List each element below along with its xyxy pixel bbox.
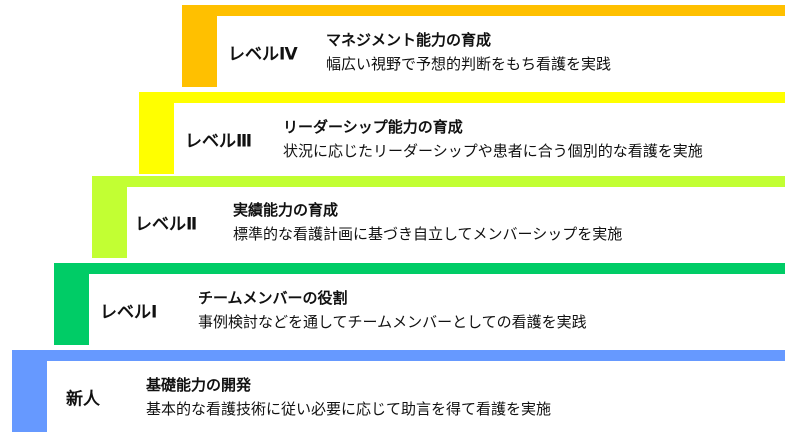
level-description: 事例検討などを通してチームメンバーとしての看護を実践 (198, 313, 587, 331)
level-heading: リーダーシップ能力の育成 (283, 118, 463, 136)
level-text: マネジメント能力の育成 幅広い視野で予想的判断をもち看護を実践 (326, 28, 611, 76)
level-description: 幅広い視野で予想的判断をもち看護を実践 (326, 55, 612, 73)
level-label: レベルⅢ (185, 131, 253, 152)
level-label: 新人 (66, 389, 100, 410)
level-description: 基本的な看護技術に従い必要に応じて助言を得て看護を実施 (146, 400, 552, 418)
level-description: 標準的な看護計画に基づき自立してメンバーシップを実施 (233, 225, 623, 243)
step-side-bar (139, 92, 174, 174)
level-heading: チームメンバーの役割 (198, 289, 348, 307)
level-heading: 基礎能力の開発 (146, 376, 252, 394)
step-side-bar (54, 263, 89, 345)
level-label: レベルⅡ (135, 214, 198, 235)
step-top-bar (139, 92, 785, 103)
step-top-bar (54, 263, 785, 274)
level-text: チームメンバーの役割 事例検討などを通してチームメンバーとしての看護を実践 (198, 286, 587, 334)
level-description: 状況に応じたリーダーシップや患者に合う個別的な看護を実施 (283, 142, 703, 160)
step-side-bar (182, 5, 217, 87)
level-text: 基礎能力の開発 基本的な看護技術に従い必要に応じて助言を得て看護を実施 (146, 373, 551, 421)
level-heading: 実績能力の育成 (233, 201, 339, 219)
step-side-bar (12, 350, 47, 432)
step-top-bar (92, 176, 785, 187)
level-heading: マネジメント能力の育成 (326, 31, 492, 49)
step-side-bar (92, 176, 127, 258)
level-label: レベルⅠ (100, 302, 158, 323)
level-text: 実績能力の育成 標準的な看護計画に基づき自立してメンバーシップを実施 (233, 198, 622, 246)
level-text: リーダーシップ能力の育成 状況に応じたリーダーシップや患者に合う個別的な看護を実… (283, 115, 703, 163)
step-top-bar (182, 5, 785, 16)
level-label: レベルⅣ (228, 44, 298, 65)
step-top-bar (12, 350, 785, 361)
